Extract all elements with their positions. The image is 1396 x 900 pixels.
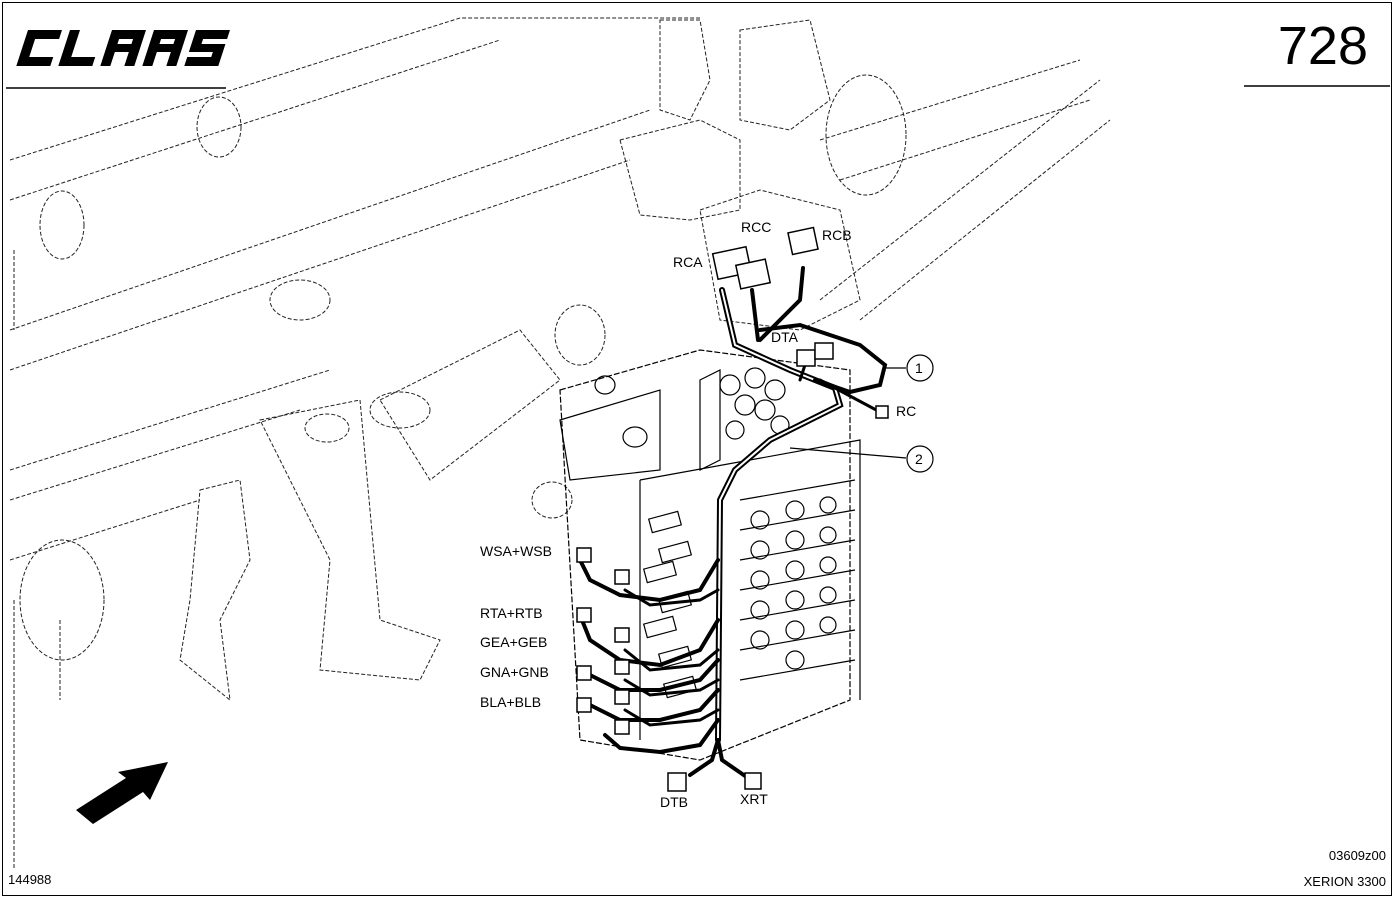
label-rta-rtb: RTA+RTB (480, 605, 543, 621)
connector-symbols (576, 226, 889, 792)
label-gea-geb: GEA+GEB (480, 634, 548, 650)
drawing-code: 03609z00 (1328, 848, 1386, 863)
label-xrt: XRT (740, 791, 768, 807)
connector-rcb (787, 226, 819, 256)
valve-block (559, 349, 861, 761)
claas-logo (16, 30, 230, 66)
direction-arrow-icon (76, 762, 168, 824)
connector-rc (875, 405, 889, 419)
label-rcc: RCC (741, 219, 772, 235)
connector-dtb (667, 772, 687, 792)
connector-xrt (744, 772, 762, 790)
callout-1-circle (906, 354, 934, 382)
callout-2-circle (906, 445, 934, 473)
wiring-harness (578, 266, 888, 780)
connector-dta (796, 349, 816, 367)
label-wsa-wsb: WSA+WSB (480, 543, 552, 559)
model-name: XERION 3300 (1303, 874, 1386, 889)
callout-2-label: 2 (915, 451, 923, 467)
callout-1-label: 1 (915, 360, 923, 376)
label-dtb: DTB (660, 794, 688, 810)
chassis-outline (9, 17, 1111, 870)
label-gna-gnb: GNA+GNB (480, 664, 549, 680)
doc-id: 144988 (8, 872, 52, 887)
connector-rcc (734, 258, 772, 290)
label-dta: DTA (771, 329, 798, 345)
connector-dta2 (814, 342, 834, 360)
label-rcb: RCB (822, 227, 852, 243)
label-rc: RC (896, 403, 917, 419)
label-rca: RCA (673, 254, 703, 270)
callout-graphics (789, 354, 934, 473)
label-bla-blb: BLA+BLB (480, 694, 542, 710)
page-number: 728 (1277, 16, 1368, 76)
